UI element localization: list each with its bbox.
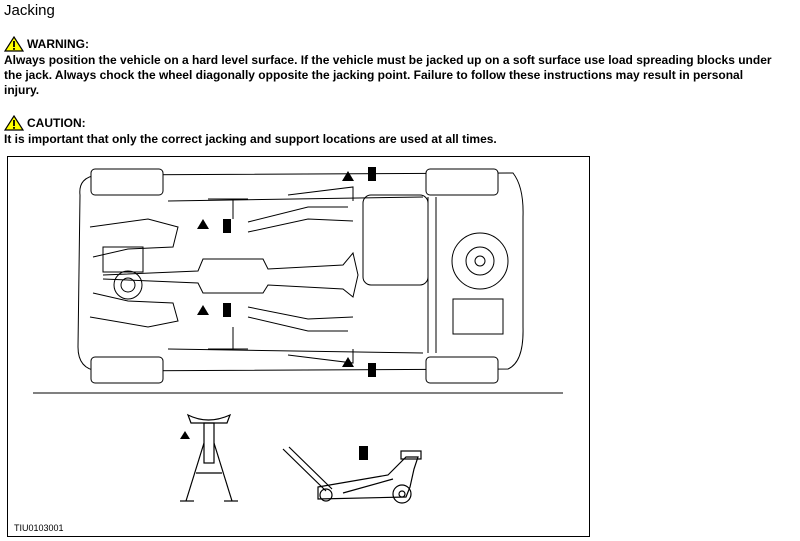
- caution-label-row: CAUTION:: [4, 115, 86, 131]
- vehicle-underbody-diagram: [33, 167, 563, 504]
- warning-triangle-icon: [4, 115, 24, 131]
- figure-code: TIU0103001: [14, 523, 64, 533]
- warning-triangle-icon: [4, 36, 24, 52]
- warning-label-row: WARNING:: [4, 36, 89, 52]
- trolley-jack-diagram: [282, 446, 422, 504]
- warning-label: WARNING:: [27, 37, 89, 51]
- caution-text: It is important that only the correct ja…: [4, 132, 497, 146]
- axle-stand-diagram: [180, 413, 238, 502]
- page-title: Jacking: [4, 2, 55, 19]
- warning-line-3: injury.: [4, 83, 40, 97]
- warning-line-2: the jack. Always chock the wheel diagona…: [4, 68, 744, 82]
- jacking-figure: TIU0103001: [7, 156, 590, 537]
- warning-line-1: Always position the vehicle on a hard le…: [4, 53, 772, 67]
- caution-label: CAUTION:: [27, 116, 86, 130]
